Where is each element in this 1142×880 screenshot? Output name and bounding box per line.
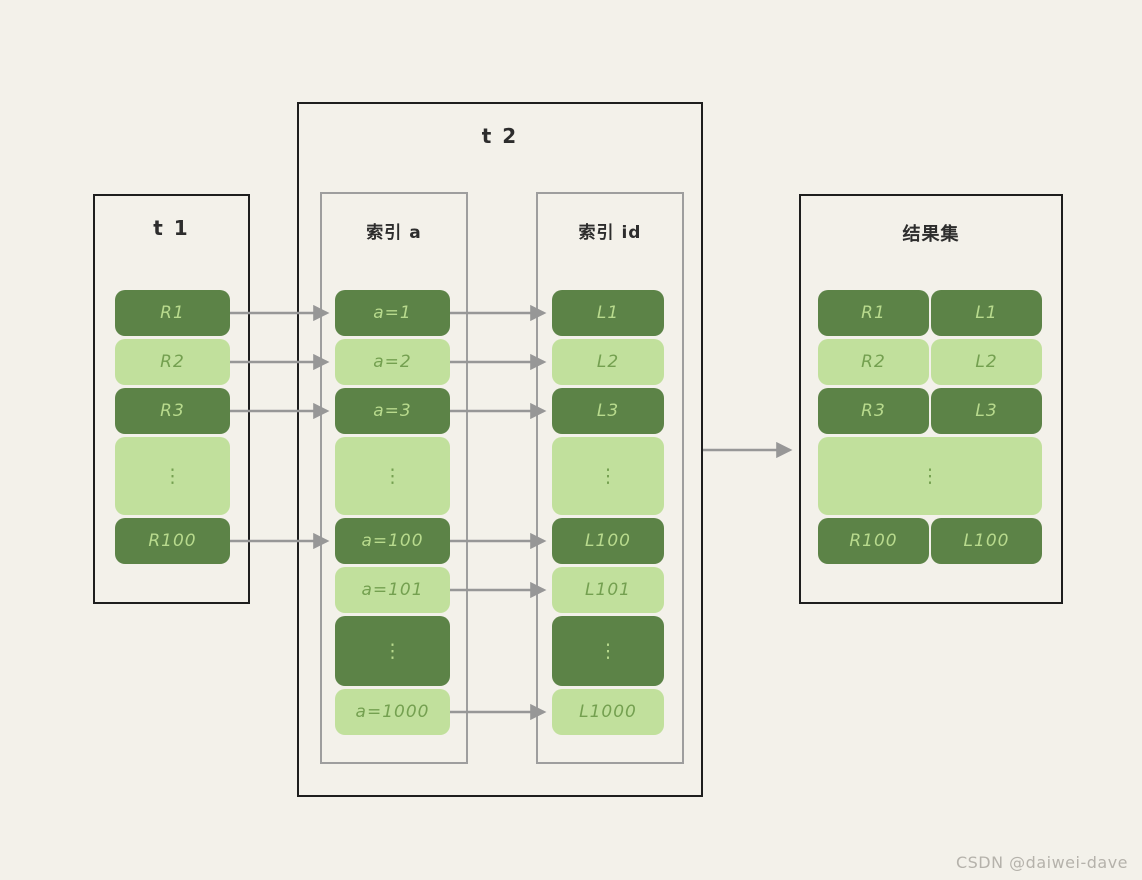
index-a-cell-100: a=100	[335, 518, 450, 564]
table-t1-title: t 1	[153, 216, 190, 240]
index-a-cell-1000: a=1000	[335, 689, 450, 735]
result-row-100: R100 L100	[818, 518, 1042, 564]
index-id-cell-1: L1	[552, 290, 664, 336]
t1-cell-ellipsis: ⋮	[115, 437, 230, 515]
index-a-cell-ellipsis-2: ⋮	[335, 616, 450, 686]
index-id-cell-1000: L1000	[552, 689, 664, 735]
index-a-cell-1: a=1	[335, 290, 450, 336]
index-id-cell-2: L2	[552, 339, 664, 385]
result-row-1: R1 L1	[818, 290, 1042, 336]
t1-cell-r100: R100	[115, 518, 230, 564]
index-a-column: a=1 a=2 a=3 ⋮ a=100 a=101 ⋮ a=1000	[335, 290, 450, 735]
index-id-title: 索引 id	[578, 223, 642, 243]
table-t2-box: t 2	[297, 102, 703, 797]
result-set-title: 结果集	[902, 224, 960, 245]
result-cell-l2: L2	[931, 339, 1042, 385]
result-set-box: 结果集	[799, 194, 1063, 604]
result-set-column: R1 L1 R2 L2 R3 L3 ⋮ R100 L100	[818, 290, 1042, 564]
result-cell-l1: L1	[931, 290, 1042, 336]
result-cell-r2: R2	[818, 339, 929, 385]
result-row-2: R2 L2	[818, 339, 1042, 385]
table-t1-column: R1 R2 R3 ⋮ R100	[115, 290, 230, 564]
index-id-cell-ellipsis-2: ⋮	[552, 616, 664, 686]
index-id-cell-ellipsis-1: ⋮	[552, 437, 664, 515]
index-a-cell-101: a=101	[335, 567, 450, 613]
result-cell-r3: R3	[818, 388, 929, 434]
t1-cell-r2: R2	[115, 339, 230, 385]
t1-cell-r3: R3	[115, 388, 230, 434]
table-t1-box: t 1	[93, 194, 250, 604]
table-t2-title: t 2	[481, 124, 519, 148]
index-id-cell-101: L101	[552, 567, 664, 613]
watermark: CSDN @daiwei-dave	[955, 853, 1128, 872]
index-a-cell-2: a=2	[335, 339, 450, 385]
index-a-cell-3: a=3	[335, 388, 450, 434]
index-id-cell-3: L3	[552, 388, 664, 434]
index-id-cell-100: L100	[552, 518, 664, 564]
result-row-3: R3 L3	[818, 388, 1042, 434]
result-row-ellipsis: ⋮	[818, 437, 1042, 515]
index-a-box: 索引 a	[320, 192, 468, 764]
result-cell-l3: L3	[931, 388, 1042, 434]
result-cell-r1: R1	[818, 290, 929, 336]
index-a-cell-ellipsis-1: ⋮	[335, 437, 450, 515]
index-id-column: L1 L2 L3 ⋮ L100 L101 ⋮ L1000	[552, 290, 664, 735]
result-cell-l100: L100	[931, 518, 1042, 564]
index-a-title: 索引 a	[366, 223, 422, 243]
t1-cell-r1: R1	[115, 290, 230, 336]
index-id-box: 索引 id	[536, 192, 684, 764]
result-cell-r100: R100	[818, 518, 929, 564]
